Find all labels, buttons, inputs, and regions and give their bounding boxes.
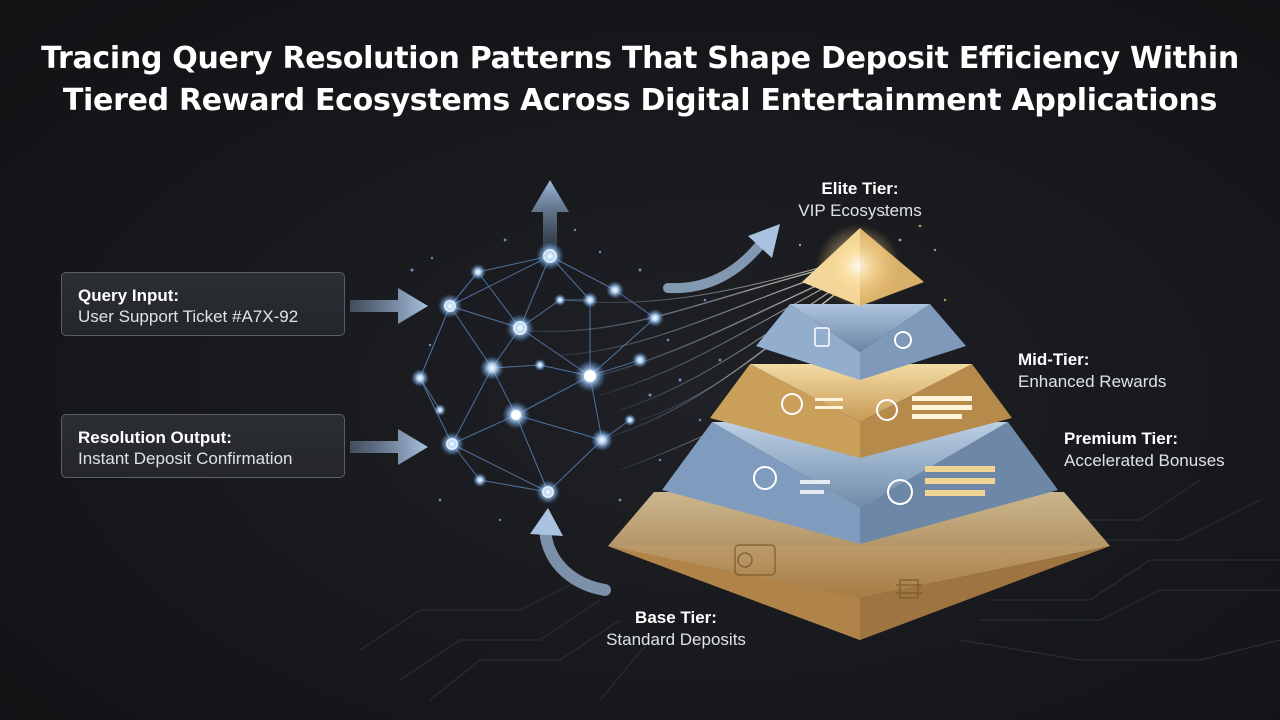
premium-tier-layer xyxy=(662,422,1058,544)
base-tier-desc: Standard Deposits xyxy=(606,630,746,649)
resolution-output-box: Resolution Output: Instant Deposit Confi… xyxy=(61,414,345,478)
premium-tier-label: Premium Tier: Accelerated Bonuses xyxy=(1064,428,1274,471)
dollar-coin-icon xyxy=(781,393,898,421)
base-tier-layer xyxy=(608,492,1110,640)
elite-tier-layer xyxy=(802,224,924,308)
card-icon xyxy=(734,544,776,576)
gold-particles xyxy=(798,214,947,302)
mid-tier-label: Mid-Tier: Enhanced Rewards xyxy=(1018,349,1218,392)
arrow-up-icon xyxy=(531,180,569,250)
query-input-value: User Support Ticket #A7X-92 xyxy=(78,307,299,326)
arrow-right-icon xyxy=(350,288,428,324)
circuit-traces xyxy=(359,479,1280,701)
premium-tier-name: Premium Tier: xyxy=(1064,429,1179,448)
chip-icon xyxy=(896,579,922,599)
arrow-right-icon xyxy=(350,429,428,465)
premium-tier-desc: Accelerated Bonuses xyxy=(1064,451,1225,470)
base-tier-name: Base Tier: xyxy=(635,608,717,627)
upper-tier-layer xyxy=(756,304,966,380)
elite-tier-label: Elite Tier: VIP Ecosystems xyxy=(760,178,960,221)
mid-tier-desc: Enhanced Rewards xyxy=(1018,372,1167,391)
mid-tier-name: Mid-Tier: xyxy=(1018,350,1090,369)
resolution-output-label: Resolution Output: xyxy=(78,428,232,447)
base-tier-label: Base Tier: Standard Deposits xyxy=(576,607,776,650)
tier-pyramid xyxy=(608,214,1110,640)
page-title: Tracing Query Resolution Patterns That S… xyxy=(0,38,1280,122)
dollar-coin-icon xyxy=(753,466,913,505)
network-graph xyxy=(410,228,722,522)
network-nodes xyxy=(411,242,664,504)
query-input-label: Query Input: xyxy=(78,286,180,305)
resolution-output-value: Instant Deposit Confirmation xyxy=(78,449,293,468)
query-input-box: Query Input: User Support Ticket #A7X-92 xyxy=(61,272,345,336)
curved-arrow-icon xyxy=(530,508,611,596)
elite-tier-desc: VIP Ecosystems xyxy=(798,201,922,220)
particles xyxy=(410,228,722,522)
title-line-1: Tracing Query Resolution Patterns That S… xyxy=(41,41,1239,76)
curved-arrow-icon xyxy=(663,224,780,294)
mid-tier-layer xyxy=(710,364,1012,458)
title-line-2: Tiered Reward Ecosystems Across Digital … xyxy=(62,83,1218,118)
elite-tier-name: Elite Tier: xyxy=(821,179,899,198)
dollar-coin-icon xyxy=(894,331,912,349)
